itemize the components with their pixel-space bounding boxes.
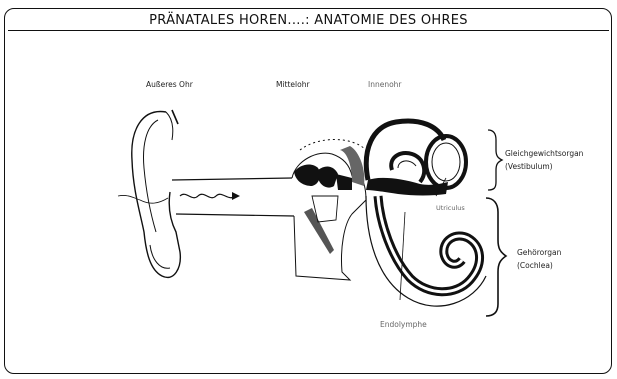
label-vestibular-2: (Vestibulum) (505, 162, 553, 171)
ossicles (294, 165, 352, 190)
eustachian-tube (304, 208, 334, 254)
auricle (132, 110, 181, 277)
leader-lines (400, 178, 446, 300)
sound-wave-arrow (180, 194, 236, 197)
label-inner-ear: Innenohr (368, 80, 402, 89)
vestibular-brace (488, 130, 502, 190)
outer-hair (118, 195, 168, 203)
label-outer-ear: Außeres Ohr (146, 80, 193, 89)
label-hearing-2: (Cochlea) (517, 261, 553, 270)
label-endolymph: Endolymphe (380, 320, 427, 329)
vestibule (366, 178, 448, 196)
bony-bulge-dashed (300, 140, 366, 151)
label-hearing-1: Gehörorgan (517, 248, 561, 257)
label-vestibular-1: Gleichgewichtsorgan (505, 149, 583, 158)
label-utriculus: Utriculus (436, 204, 465, 212)
cochlea-brace (486, 198, 506, 316)
label-middle-ear: Mittelohr (276, 80, 310, 89)
cochlea (366, 196, 486, 306)
semicircular-canals (366, 121, 466, 188)
